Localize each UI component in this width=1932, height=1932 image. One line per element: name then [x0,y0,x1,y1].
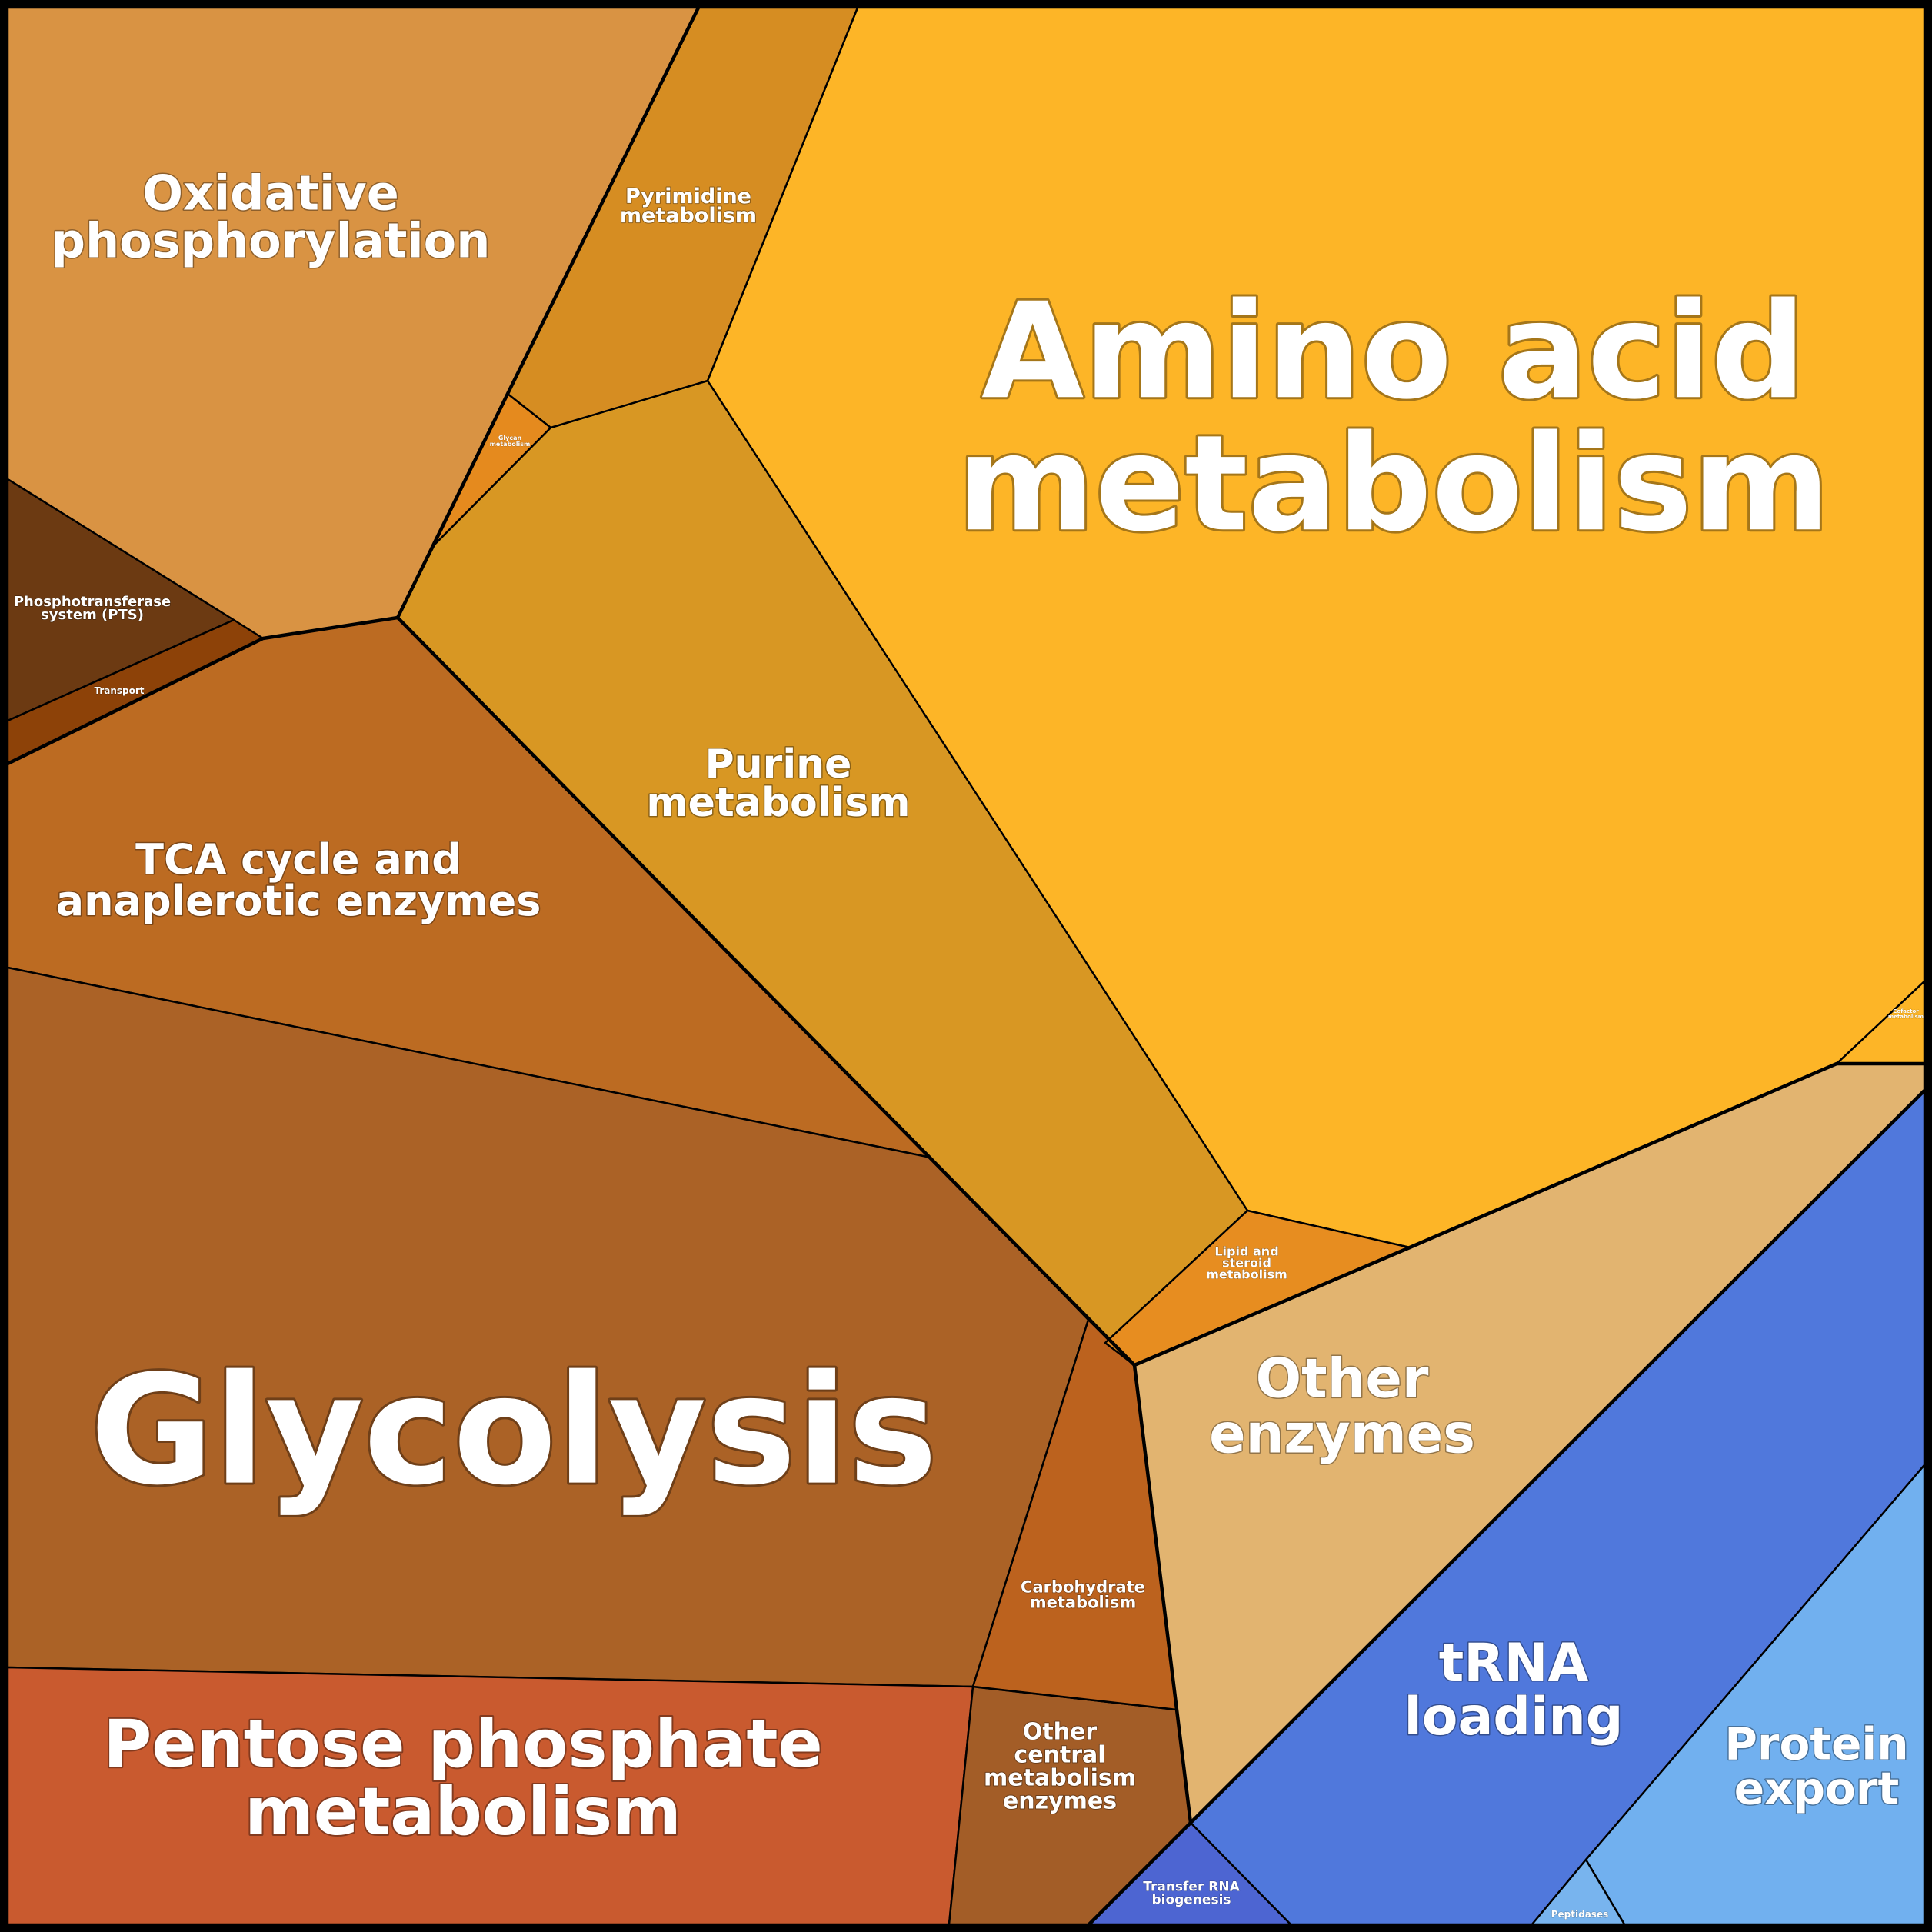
label-line: enzymes [1003,1788,1117,1815]
label-line: Glycan [498,435,522,441]
label-line: loading [1404,1687,1624,1747]
label-line: Peptidases [1551,1909,1608,1920]
group-boundary-central [396,616,1924,1367]
label-line: Transport [94,685,144,696]
label-line: Purine [705,741,852,788]
label-line: Other [1256,1347,1429,1411]
cell-peptidases[interactable] [1531,1858,1626,1926]
label-line: Cofactor [1893,1008,1919,1014]
label-line: metabolism [620,204,757,228]
label-line: Pyrimidine [625,185,751,208]
label-line: enzymes [1209,1403,1475,1466]
label-line: TCA cycle and [135,835,461,884]
label-line: tRNA [1439,1633,1589,1694]
label-line: phosphorylation [52,213,491,269]
label-line: metabolism [1030,1593,1137,1611]
label-line: metabolism [1888,1014,1924,1020]
label-line: metabolism [646,780,910,826]
label-line: metabolism [958,406,1830,561]
label-line: metabolism [490,441,531,448]
label-line: metabolism [1206,1267,1287,1282]
label-glycolysis: Glycolysis [90,1344,938,1519]
label-line: Lipid and [1214,1244,1278,1259]
label-line: system (PTS) [41,607,144,623]
label-line: Glycolysis [90,1344,938,1519]
label-transport: Transport [94,685,144,696]
label-line: central [1014,1742,1105,1769]
label-line: Other [1023,1719,1098,1746]
label-line: export [1734,1762,1899,1814]
label-line: metabolism [245,1774,681,1850]
group-boundary-other-central [1132,1364,1193,1824]
label-line: metabolism [984,1765,1136,1792]
label-line: biogenesis [1151,1892,1231,1907]
label-line: Amino acid [981,274,1806,428]
label-line: Carbohydrate [1021,1577,1145,1596]
label-line: Transfer RNA [1143,1879,1240,1894]
label-line: Oxidative [142,165,399,222]
label-line: steroid [1222,1256,1271,1271]
label-line: Phosphotransferase [14,594,171,610]
label-peptidases: Peptidases [1551,1909,1608,1920]
label-line: anaplerotic enzymes [56,877,541,925]
label-line: Pentose phosphate [103,1706,823,1783]
label-line: Protein [1724,1717,1908,1770]
